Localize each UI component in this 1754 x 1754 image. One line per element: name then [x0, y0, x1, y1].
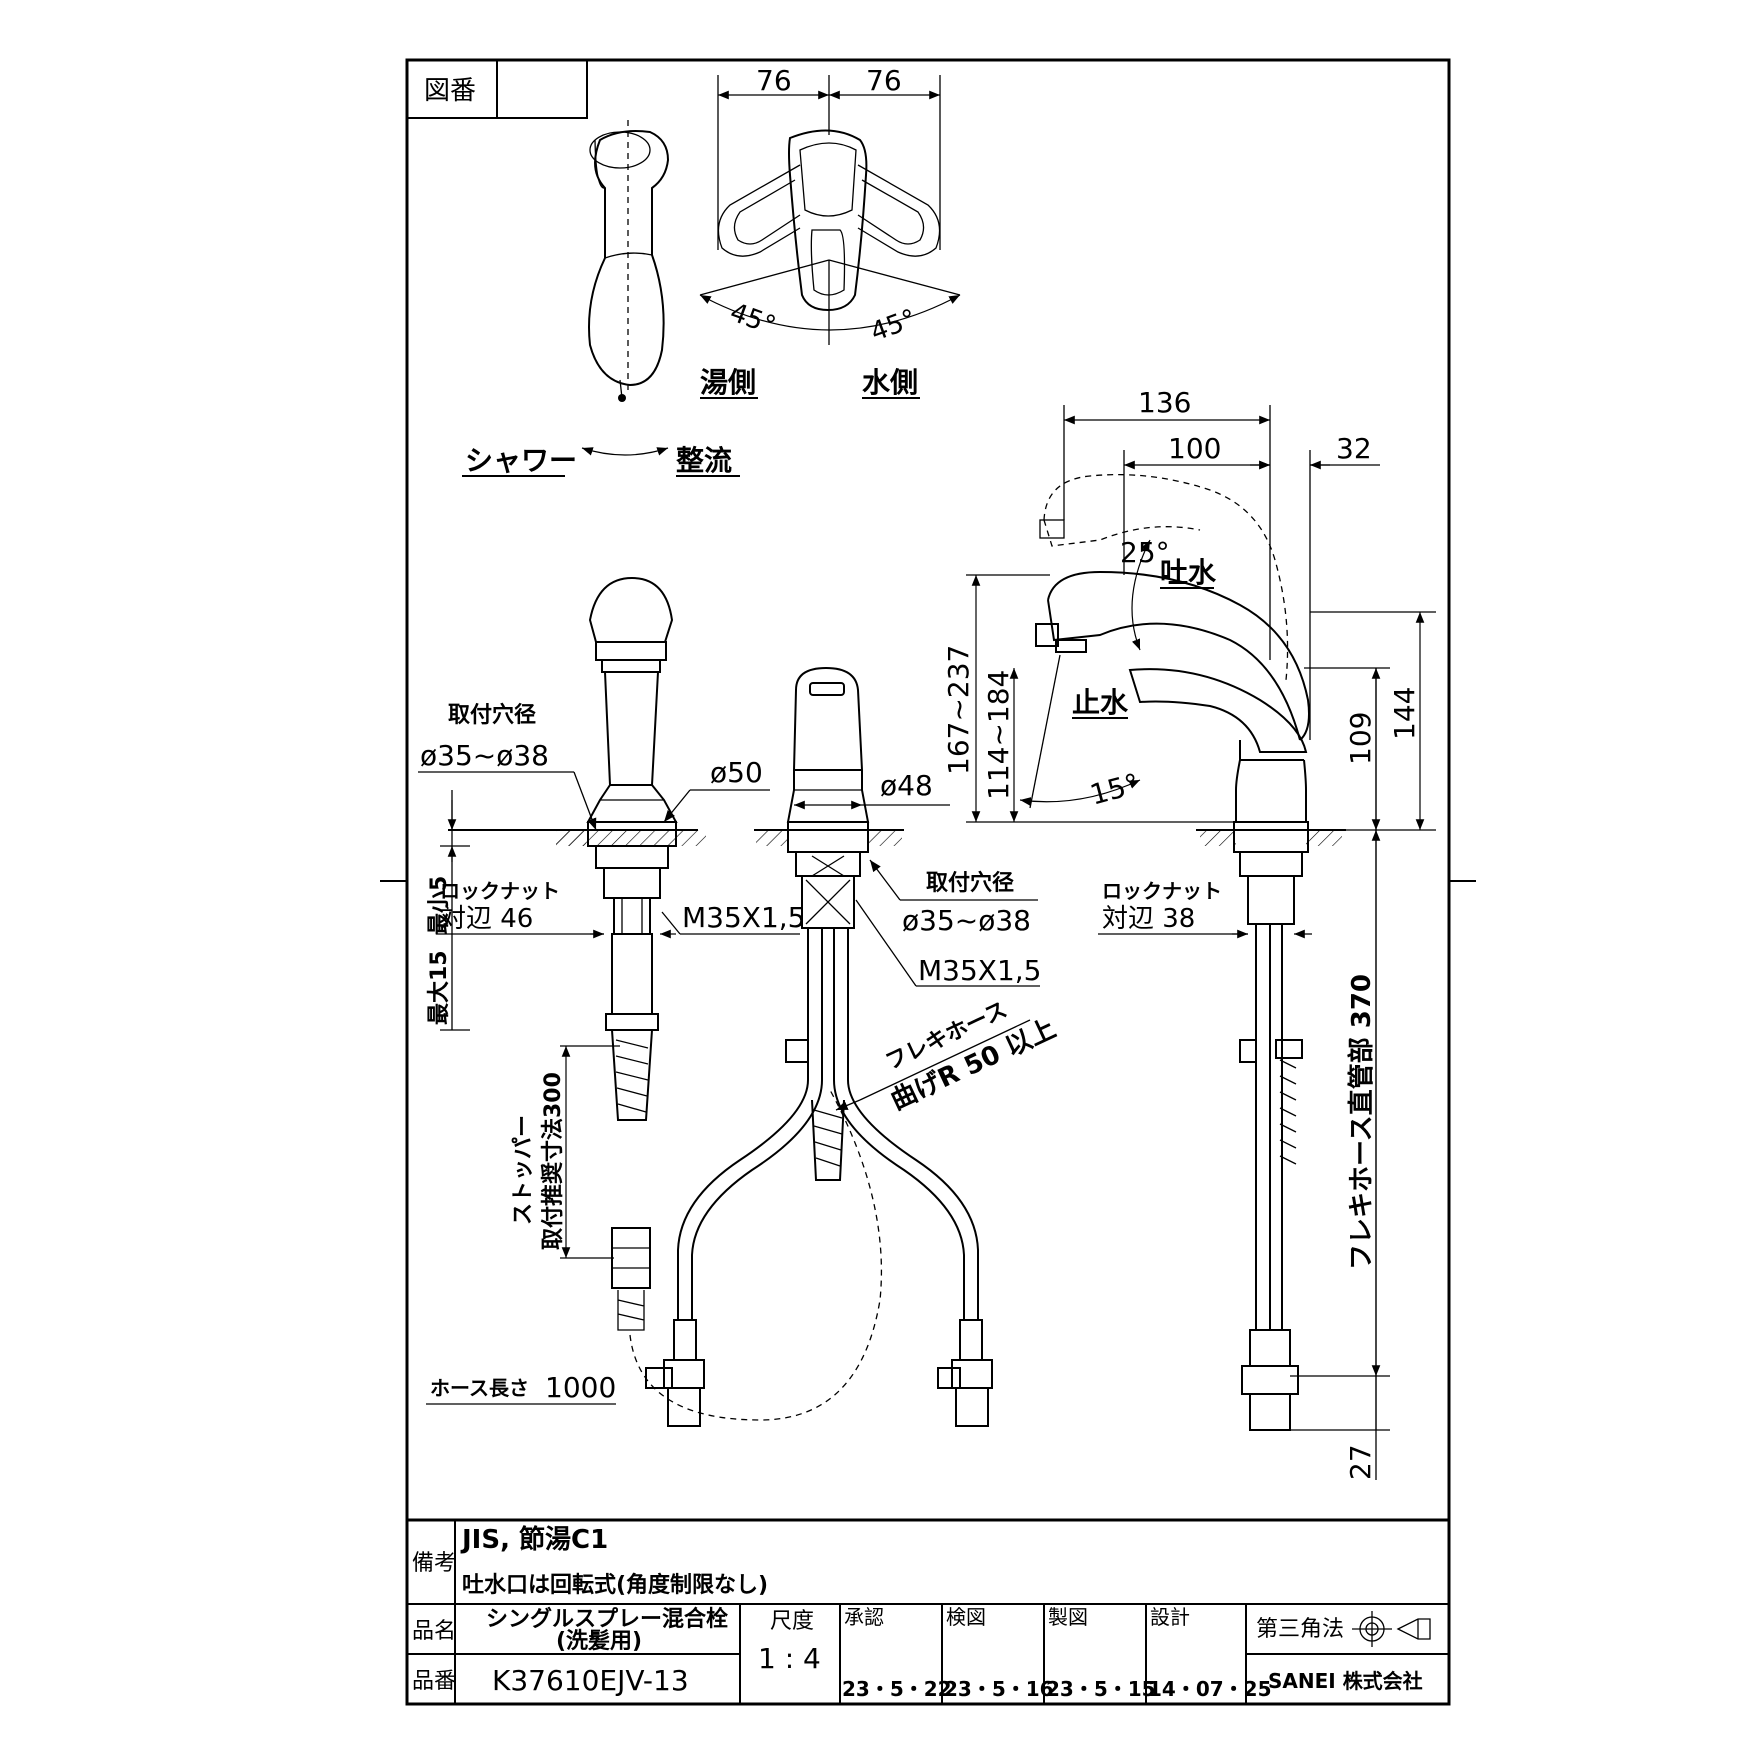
dim-136-label: 136 [1138, 386, 1191, 419]
straight-label: 整流 [676, 444, 732, 477]
lever-top-view: 45° 45° 76 76 湯側 水側 [588, 64, 961, 402]
checked-date: 23・5・16 [944, 1677, 1054, 1701]
hot-side-label: 湯側 [700, 366, 756, 399]
angle-25-label: 25° [1120, 536, 1170, 569]
title-block: 備考 JIS, 節湯C1 吐水口は回転式(角度制限なし) 品名 シングルスプレー… [407, 1518, 1449, 1704]
angle-15-label: 15° [1087, 767, 1143, 812]
design-date: 14・07・25 [1148, 1677, 1272, 1701]
height-109-label: 109 [1344, 712, 1377, 765]
mount-hole-label-left: 取付穴径 [448, 702, 536, 728]
product-name-line1: シングルスプレー混合栓 [486, 1606, 728, 1632]
spray-switch: シャワー 整流 [462, 444, 740, 477]
lock-nut-size-left: 対辺 46 [440, 904, 533, 934]
checked-label: 検図 [946, 1605, 986, 1629]
approved-label: 承認 [844, 1605, 884, 1629]
company-name: SANEI 株式会社 [1268, 1669, 1423, 1693]
dim-76-left: 76 [756, 64, 792, 97]
approved-date: 23・5・22 [842, 1677, 952, 1701]
stopper-label: ストッパー [511, 1115, 536, 1225]
notes-label: 備考 [412, 1551, 456, 1576]
stop-water-label: 止水 [1072, 686, 1129, 719]
max-15-label: 最大15 [427, 950, 452, 1025]
left-view: 取付穴径 ø35~ø38 ø50 ロックナット 対辺 46 M35X1,5 最小… [418, 576, 883, 1421]
drawing-number-label: 図番 [424, 76, 476, 106]
angle-right-label: 45° [867, 304, 921, 348]
shower-label: シャワー [465, 444, 577, 477]
thread-label-front: M35X1,5 [918, 954, 1042, 987]
thread-label-left: M35X1,5 [682, 901, 806, 934]
cold-side-label: 水側 [862, 366, 918, 399]
note-1: JIS, 節湯C1 [460, 1524, 608, 1555]
drawn-label: 製図 [1048, 1605, 1088, 1629]
angle-left-label: 45° [726, 298, 780, 342]
design-label: 設計 [1150, 1605, 1190, 1629]
dim-27-label: 27 [1344, 1444, 1377, 1480]
height-144-label: 144 [1388, 687, 1421, 740]
lock-nut-label-left: ロックナット [440, 879, 560, 903]
mount-hole-size-left: ø35~ø38 [420, 739, 549, 772]
dia-48-label: ø48 [880, 769, 933, 802]
scale-label: 尺度 [770, 1609, 814, 1634]
min-5-label: 最小5 [427, 876, 452, 935]
hose-length-value: 1000 [545, 1371, 616, 1404]
part-number-label: 品番 [412, 1669, 456, 1694]
product-name-line2: (洗髪用) [556, 1629, 642, 1654]
mount-hole-label-front: 取付穴径 [926, 870, 1014, 896]
hose-length-label: ホース長さ [430, 1376, 529, 1400]
mount-hole-size-front: ø35~ø38 [902, 904, 1031, 937]
side-view: 136 100 32 25° 吐水 止水 15° 167~237 114~184… [942, 386, 1436, 1480]
projection-label: 第三角法 [1256, 1617, 1344, 1642]
lock-nut-size-right: 対辺 38 [1102, 904, 1195, 934]
product-name-label: 品名 [412, 1619, 456, 1644]
note-2: 吐水口は回転式(角度制限なし) [462, 1572, 768, 1598]
spout-water-label: 吐水 [1160, 556, 1217, 589]
stopper-dim-label: 取付推奨寸法300 [541, 1072, 566, 1250]
hose-straight-label: フレキホース直管部 370 [1347, 974, 1377, 1270]
height-range-b-label: 114~184 [982, 670, 1015, 800]
drawn-date: 23・5・15 [1046, 1677, 1156, 1701]
dim-32-label: 32 [1336, 432, 1372, 465]
third-angle-projection-icon [1352, 1611, 1431, 1647]
dia-50-label: ø50 [710, 756, 763, 789]
part-number-value: K37610EJV-13 [492, 1664, 689, 1697]
dim-100-label: 100 [1168, 432, 1221, 465]
dim-76-right: 76 [866, 64, 902, 97]
scale-value: 1 : 4 [758, 1642, 821, 1675]
height-range-a-label: 167~237 [942, 645, 975, 775]
lock-nut-label-right: ロックナット [1102, 879, 1222, 903]
drawing-number-box: 図番 [406, 59, 588, 119]
